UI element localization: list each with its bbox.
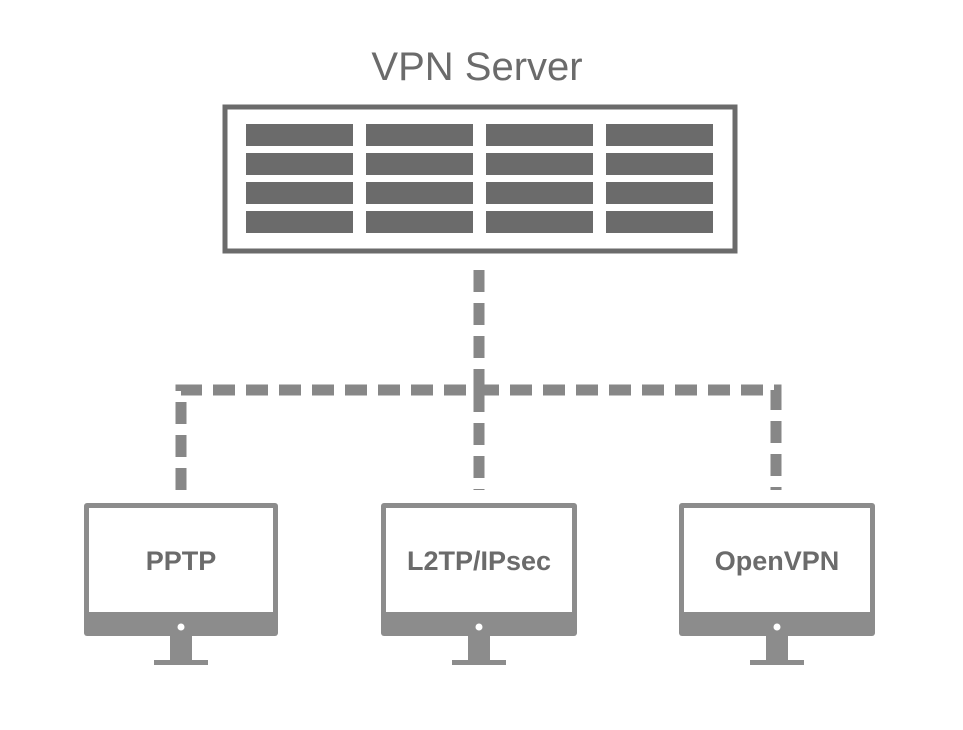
client-openvpn: OpenVPN (679, 503, 875, 665)
monitor-icon (679, 503, 875, 665)
server-rack-slot (246, 153, 353, 175)
server-rack-slot (606, 182, 713, 204)
server-rack-slot (366, 182, 473, 204)
server-rack-slot (606, 153, 713, 175)
server-rack-slot (246, 211, 353, 233)
client-label-openvpn: OpenVPN (715, 546, 840, 576)
server-rack-slot (246, 182, 353, 204)
server-rack-slot (366, 124, 473, 146)
client-pptp: PPTP (84, 503, 278, 665)
monitor-icon (84, 503, 278, 665)
server-rack-slot (486, 211, 593, 233)
server-rack-slot (246, 124, 353, 146)
server-rack-slot (366, 211, 473, 233)
server-rack-slot (606, 211, 713, 233)
server-rack-slot (486, 124, 593, 146)
server-title: VPN Server (371, 45, 582, 89)
client-label-l2tp-ipsec: L2TP/IPsec (407, 546, 551, 576)
server-rack-slot (486, 153, 593, 175)
client-label-pptp: PPTP (146, 546, 217, 576)
server-rack-slot (606, 124, 713, 146)
server-rack-icon (222, 104, 738, 254)
connection-lines (175, 270, 782, 490)
server-rack-slot (486, 182, 593, 204)
server-rack-slots (246, 124, 713, 233)
monitor-icon (381, 503, 577, 665)
server-rack-slot (366, 153, 473, 175)
client-l2tp-ipsec: L2TP/IPsec (381, 503, 577, 665)
